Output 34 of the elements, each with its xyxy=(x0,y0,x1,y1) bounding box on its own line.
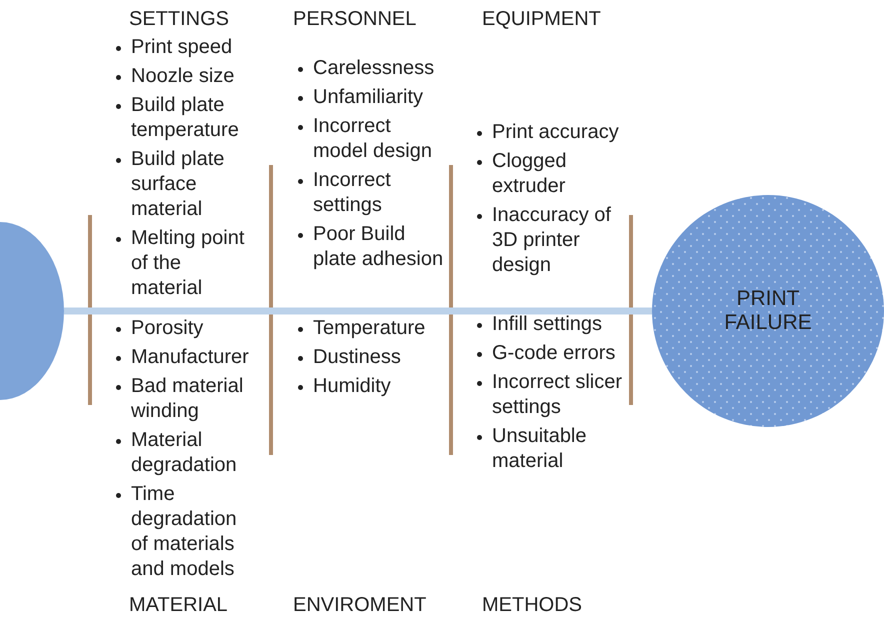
cause-item: Unfamiliarity xyxy=(297,85,447,110)
cause-item: Manufacturer xyxy=(115,345,255,370)
category-heading: PERSONNEL xyxy=(293,8,416,31)
cause-item: Poor Build plate adhesion xyxy=(297,222,447,272)
cause-item: Print speed xyxy=(115,35,251,60)
spine-line xyxy=(64,308,652,314)
cause-item: Humidity xyxy=(297,374,447,399)
cause-item: Material degradation xyxy=(115,428,255,478)
category-heading: EQUIPMENT xyxy=(482,8,601,31)
category-heading: METHODS xyxy=(482,594,582,617)
cause-item: Bad material winding xyxy=(115,374,255,424)
category-heading: MATERIAL xyxy=(129,594,228,617)
cause-item: Print accuracy xyxy=(476,120,624,145)
cause-item: Incorrect slicer settings xyxy=(476,370,624,420)
category-heading: SETTINGS xyxy=(129,8,230,31)
cause-item: Porosity xyxy=(115,316,255,341)
category-heading: ENVIROMENT xyxy=(293,594,426,617)
cause-item: Time degradation of materials and models xyxy=(115,482,255,582)
cause-item: Build plate surface material xyxy=(115,147,251,222)
cause-item: Carelessness xyxy=(297,56,447,81)
cause-item: Noozle size xyxy=(115,64,251,89)
cause-item: Infill settings xyxy=(476,312,624,337)
cause-item: Dustiness xyxy=(297,345,447,370)
cause-item: G-code errors xyxy=(476,341,624,366)
cause-item: Clogged extruder xyxy=(476,149,624,199)
cause-item: Unsuitable material xyxy=(476,424,624,474)
effect-circle xyxy=(652,195,884,427)
cause-item: Inaccuracy of 3D printer design xyxy=(476,203,624,278)
cause-item: Build plate temperature xyxy=(115,93,251,143)
cause-item: Incorrect settings xyxy=(297,168,447,218)
cause-item: Temperature xyxy=(297,316,447,341)
effect-label: PRINT FAILURE xyxy=(723,287,813,335)
cause-item: Incorrect model design xyxy=(297,114,447,164)
cause-item: Melting point of the material xyxy=(115,226,251,301)
